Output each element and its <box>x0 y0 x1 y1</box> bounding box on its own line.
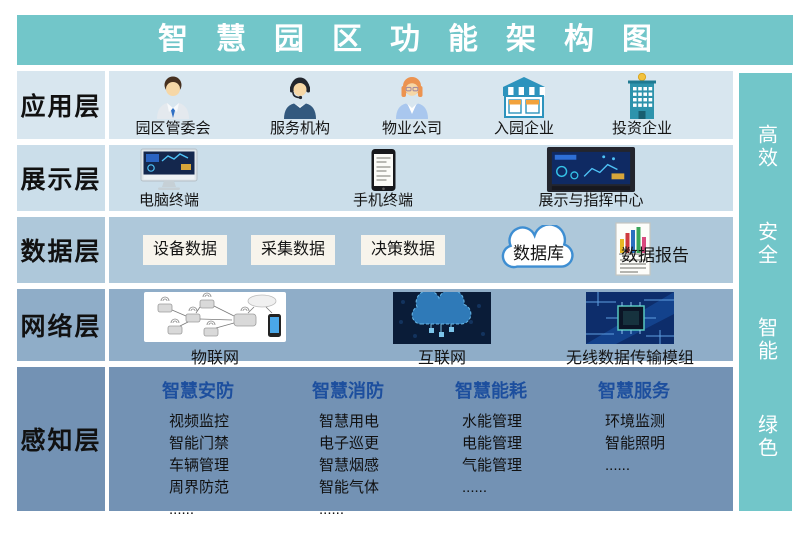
network-item-label: 物联网 <box>190 350 239 367</box>
app-item-label: 服务机构 <box>269 120 330 137</box>
value-side-bar: 高效 安全 智能 绿色 <box>739 73 792 511</box>
app-item-investor-company: 投资企业 <box>597 73 687 137</box>
display-item-pc: 电脑终端 <box>109 147 229 209</box>
chip-module-image <box>586 292 674 344</box>
group-item: 电能管理 <box>462 435 523 452</box>
perception-group-service: 智慧服务 环境监测 智能照明 ...... <box>579 377 689 477</box>
group-items: 视频监控 智能门禁 车辆管理 周界防范 ...... <box>143 411 253 521</box>
group-title: 智慧安防 <box>162 381 234 401</box>
display-item-mobile: 手机终端 <box>323 147 443 209</box>
command-screen-icon <box>546 147 636 192</box>
report-chart-icon <box>615 222 651 276</box>
app-item-label: 物业公司 <box>381 120 442 137</box>
group-item: ...... <box>605 457 631 474</box>
group-item: 智慧烟感 <box>319 457 380 474</box>
perception-group-fire: 智慧消防 智慧用电 电子巡更 智慧烟感 智能气体 ...... <box>293 377 403 521</box>
perception-group-security: 智慧安防 视频监控 智能门禁 车辆管理 周界防范 ...... <box>143 377 253 521</box>
group-item: ...... <box>462 479 488 496</box>
display-item-label: 手机终端 <box>352 192 413 209</box>
group-item: 智能照明 <box>605 435 666 452</box>
display-item-command-center: 展示与指挥中心 <box>531 147 651 209</box>
app-item-service-org: 服务机构 <box>255 73 345 137</box>
internet-cloud-image <box>393 292 491 344</box>
group-item: 电子巡更 <box>319 435 380 452</box>
group-item: 视频监控 <box>169 413 230 430</box>
display-item-label: 展示与指挥中心 <box>538 192 644 209</box>
display-item-label: 电脑终端 <box>138 192 199 209</box>
perception-group-energy: 智慧能耗 水能管理 电能管理 气能管理 ...... <box>436 377 546 499</box>
group-items: 智慧用电 电子巡更 智慧烟感 智能气体 ...... <box>293 411 403 521</box>
iot-network-image <box>144 292 286 342</box>
app-item-label: 投资企业 <box>611 120 672 137</box>
group-title: 智慧消防 <box>312 381 384 401</box>
group-item: 智能门禁 <box>169 435 230 452</box>
data-box-decision: 决策数据 <box>361 235 445 265</box>
group-item: 水能管理 <box>462 413 523 430</box>
group-title: 智慧能耗 <box>455 381 527 401</box>
cloud-icon <box>501 225 574 269</box>
app-item-label: 入园企业 <box>493 120 554 137</box>
group-item: 车辆管理 <box>169 457 230 474</box>
group-item: 周界防范 <box>169 479 230 496</box>
app-item-property-co: 物业公司 <box>367 73 457 137</box>
side-value: 高效 <box>754 123 777 170</box>
report-label: 数据报告 <box>621 246 689 265</box>
layer-network: 物联网 互联网 <box>109 289 733 367</box>
layer-application: 园区管委会 服务机构 <box>109 71 733 139</box>
group-item: 气能管理 <box>462 457 523 474</box>
app-item-committee: 园区管委会 <box>128 73 218 137</box>
layer-display: 电脑终端 手机终端 <box>109 145 733 211</box>
group-item: ...... <box>169 501 195 518</box>
tablet-icon <box>371 149 395 191</box>
layer-label-display: 展示层 <box>17 145 105 211</box>
group-items: 水能管理 电能管理 气能管理 ...... <box>436 411 546 499</box>
layer-label-network: 网络层 <box>17 289 105 361</box>
side-value: 安全 <box>754 220 777 267</box>
diagram-title: 智慧园区功能架构图 <box>17 15 793 65</box>
storefront-icon <box>503 77 545 118</box>
group-item: ...... <box>319 501 345 518</box>
app-item-label: 园区管委会 <box>135 120 211 137</box>
group-item: 智能气体 <box>319 479 380 496</box>
app-item-tenant-company: 入园企业 <box>479 73 569 137</box>
desktop-monitor-icon <box>140 148 198 190</box>
office-building-icon <box>628 73 656 119</box>
data-box-collection: 采集数据 <box>251 235 335 265</box>
network-item-label: 互联网 <box>417 350 466 367</box>
side-value: 绿色 <box>754 414 777 461</box>
group-item: 智慧用电 <box>319 413 380 430</box>
layer-label-application: 应用层 <box>17 71 105 139</box>
layer-data: 设备数据 采集数据 决策数据 数据库 数据报告 <box>109 217 733 283</box>
property-manager-icon <box>396 77 428 119</box>
side-value: 智能 <box>754 317 777 364</box>
layer-perception: 智慧安防 视频监控 智能门禁 车辆管理 周界防范 ...... 智慧消防 智慧用… <box>109 367 733 518</box>
layer-label-perception: 感知层 <box>17 367 105 511</box>
group-title: 智慧服务 <box>598 381 670 401</box>
network-item-label: 无线数据传输模组 <box>565 350 694 367</box>
cloud-label: 数据库 <box>513 244 564 263</box>
layer-label-data: 数据层 <box>17 217 105 283</box>
manager-avatar-icon <box>157 76 189 119</box>
data-box-device: 设备数据 <box>143 235 227 265</box>
group-items: 环境监测 智能照明 ...... <box>579 411 689 477</box>
group-item: 环境监测 <box>605 413 666 430</box>
service-agent-icon <box>284 77 316 119</box>
